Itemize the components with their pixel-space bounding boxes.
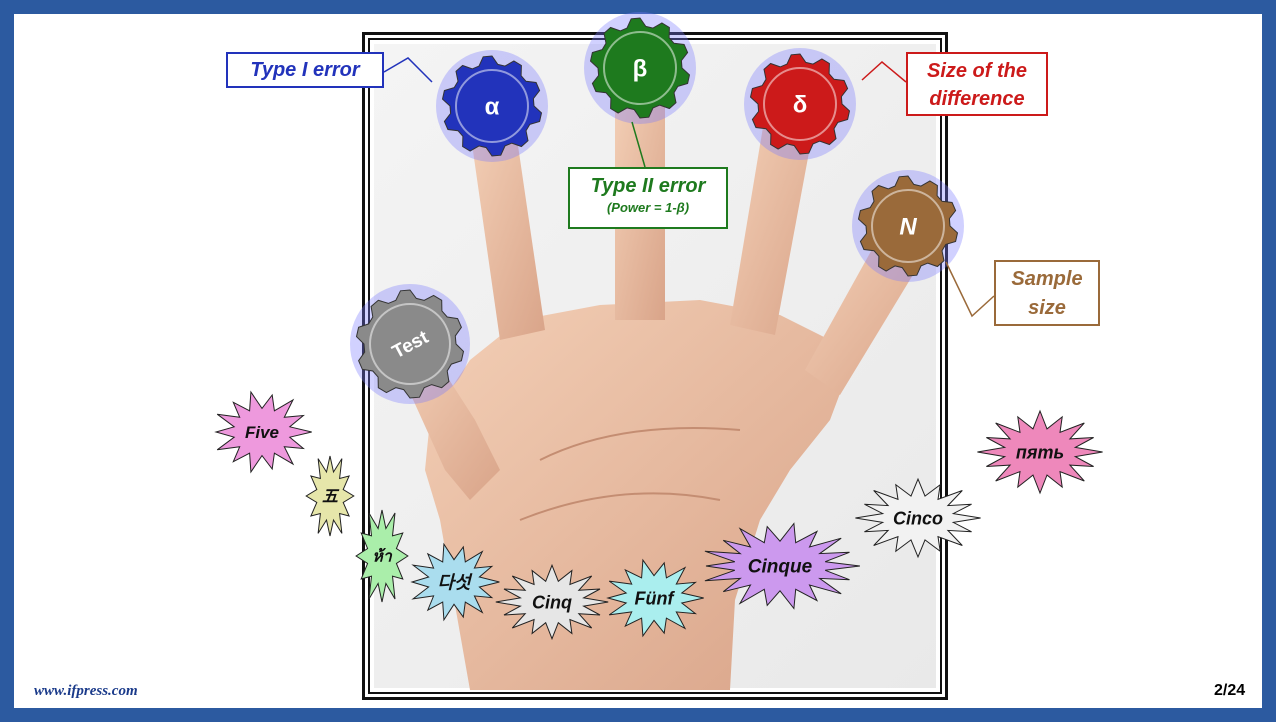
cinco-burst: Cinco [855,479,980,557]
korean-burst: 다섯 [412,544,499,620]
pyat-burst-label: пять [1016,442,1064,462]
chinese-burst-label: 五 [322,489,340,506]
footer-url[interactable]: www.ifpress.com [34,683,138,700]
cinq-burst-label: Cinq [532,592,572,612]
five-burst: Five [216,392,312,472]
thai-burst: ห้า [356,510,408,602]
korean-burst-label: 다섯 [437,572,473,592]
chinese-burst: 五 [306,456,354,536]
thai-burst-label: ห้า [372,548,393,566]
pyat-burst: пять [977,411,1102,493]
cinq-burst: Cinq [496,565,608,638]
page-number: 2/24 [1214,682,1245,700]
funf-burst-label: Fünf [635,588,676,608]
cinque-burst-label: Cinque [748,557,813,578]
cinque-burst: Cinque [705,524,860,609]
five-burst-label: Five [245,423,279,442]
cinco-burst-label: Cinco [893,508,943,528]
funf-burst: Fünf [608,560,704,636]
